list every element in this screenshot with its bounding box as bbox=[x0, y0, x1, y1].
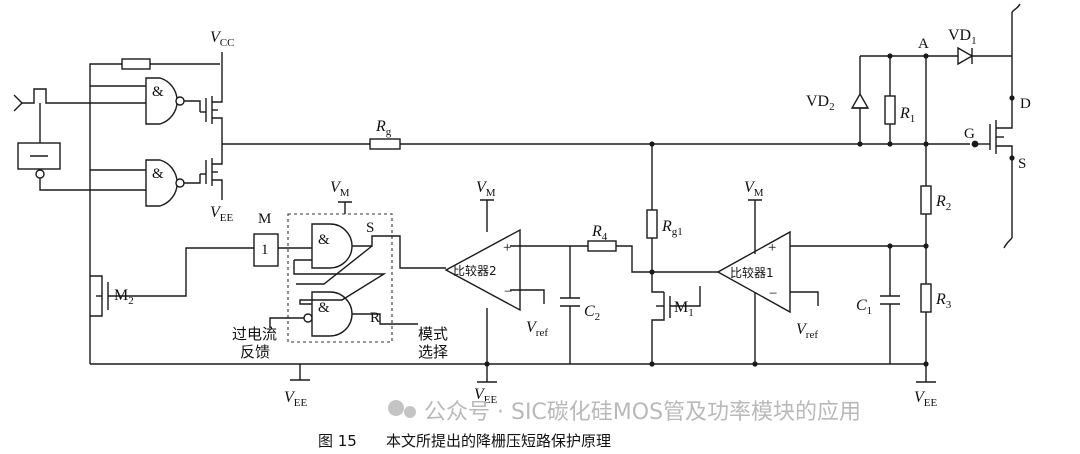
vref-label-comp2: Vref bbox=[526, 319, 548, 339]
svg-text:−: − bbox=[769, 286, 777, 302]
diode-vd2 bbox=[850, 56, 870, 144]
latch-and-gate-upper: & bbox=[311, 223, 353, 269]
overcurrent-feedback-label: 过电流 bbox=[232, 325, 277, 343]
and-gate-upper: & bbox=[145, 77, 185, 125]
figure-caption: 本文所提出的降栅压短路保护原理 bbox=[386, 432, 611, 450]
vm-label-comp1: VM bbox=[744, 179, 764, 199]
svg-text:比较器2: 比较器2 bbox=[453, 263, 497, 278]
gate-resistor-rg bbox=[369, 138, 401, 150]
svg-text:+: + bbox=[503, 240, 511, 256]
mode-select-label: 模式 bbox=[418, 325, 448, 343]
m2-label: M2 bbox=[114, 287, 134, 307]
c1-label: C1 bbox=[856, 297, 872, 317]
svg-text:选择: 选择 bbox=[418, 343, 448, 361]
vcc-label: VCC bbox=[210, 29, 234, 49]
svg-text:1: 1 bbox=[261, 242, 269, 258]
not-gate bbox=[253, 233, 279, 267]
latch-boundary bbox=[287, 213, 393, 343]
rg-label: Rg bbox=[375, 118, 392, 138]
vee-label-bus-left: VEE bbox=[284, 389, 308, 409]
svg-text:&: & bbox=[318, 300, 330, 316]
feedback-wire-top bbox=[89, 63, 122, 364]
r4-label: R4 bbox=[591, 223, 608, 243]
transistor-m2 bbox=[90, 247, 254, 317]
m1-label: M1 bbox=[674, 299, 694, 319]
vm-label-latch: VM bbox=[330, 179, 350, 199]
rg1-label: Rg1 bbox=[661, 218, 683, 238]
power-mosfet bbox=[975, 56, 1013, 238]
r1-label: R1 bbox=[899, 105, 915, 125]
node-s-label: S bbox=[1018, 156, 1026, 172]
transistor-m1 bbox=[651, 272, 701, 364]
node-m-label: M bbox=[258, 211, 271, 227]
feedback-resistor bbox=[121, 58, 151, 70]
r3-label: R3 bbox=[935, 291, 952, 311]
latch-r-label: R bbox=[370, 310, 380, 326]
resistor-r1 bbox=[884, 95, 896, 125]
node-g-label: G bbox=[964, 126, 975, 142]
input-signal-source bbox=[13, 88, 60, 112]
capacitor-c2 bbox=[560, 297, 580, 307]
latch-and-gate-lower: & bbox=[303, 291, 353, 337]
figure-number: 图 15 bbox=[318, 432, 357, 450]
r2-label: R2 bbox=[935, 193, 951, 213]
svg-text:比较器1: 比较器1 bbox=[730, 265, 774, 280]
and-gate-lower: & bbox=[145, 159, 185, 207]
resistor-r2 bbox=[920, 185, 932, 215]
vd1-label: VD1 bbox=[948, 27, 977, 47]
vd2-label: VD2 bbox=[806, 93, 835, 113]
signal-generator-box bbox=[17, 142, 61, 170]
watermark: 公众号 · SIC碳化硅MOS管及功率模块的应用 bbox=[388, 400, 861, 425]
svg-text:反馈: 反馈 bbox=[240, 343, 270, 361]
latch-s-label: S bbox=[366, 220, 374, 236]
node-d-label: D bbox=[1020, 96, 1031, 112]
resistor-r3 bbox=[920, 283, 932, 313]
totem-pole-lower-transistor bbox=[200, 144, 223, 200]
diode-vd1 bbox=[957, 46, 974, 66]
node-a-label: A bbox=[918, 36, 929, 52]
vee-label-driver: VEE bbox=[210, 204, 234, 224]
vee-label-bus-mid: VEE bbox=[474, 386, 498, 406]
c2-label: C2 bbox=[584, 303, 600, 323]
svg-text:&: & bbox=[318, 232, 330, 248]
comparator-1: 比较器1 + − bbox=[716, 230, 791, 314]
watermark-text: 公众号 · SIC碳化硅MOS管及功率模块的应用 bbox=[424, 400, 861, 425]
comparator-2: 比较器2 + − bbox=[444, 228, 521, 312]
vref-label-comp1: Vref bbox=[796, 321, 818, 341]
svg-text:+: + bbox=[768, 240, 776, 256]
totem-pole-upper-transistor bbox=[200, 64, 223, 144]
vm-label-comp2: VM bbox=[476, 179, 496, 199]
capacitor-c1 bbox=[880, 295, 900, 305]
resistor-rg1 bbox=[646, 209, 658, 239]
svg-text:&: & bbox=[152, 84, 164, 100]
vee-label-bus-right: VEE bbox=[914, 389, 938, 409]
svg-text:&: & bbox=[152, 166, 164, 182]
svg-text:−: − bbox=[504, 284, 512, 300]
